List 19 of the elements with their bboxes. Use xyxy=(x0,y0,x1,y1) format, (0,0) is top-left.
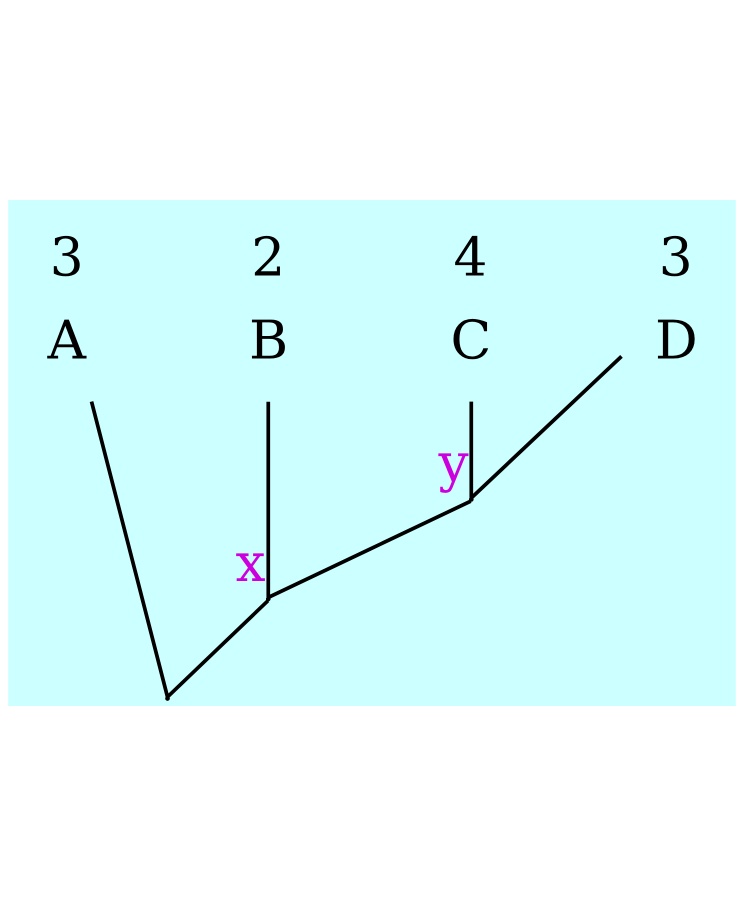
node-text: A xyxy=(47,308,86,371)
node-label: 2 xyxy=(251,224,286,288)
connector xyxy=(90,400,170,697)
node-label: 4 xyxy=(454,224,488,288)
node-text: C xyxy=(450,308,492,371)
node-label: 3 xyxy=(658,224,693,288)
connector xyxy=(268,499,472,598)
node-point xyxy=(468,496,474,502)
connector xyxy=(266,401,270,597)
connector xyxy=(470,354,623,499)
connector xyxy=(166,598,270,698)
node-label: x xyxy=(236,530,266,594)
node-label: 3 xyxy=(50,224,84,288)
node-text: B xyxy=(249,308,288,371)
node-point xyxy=(266,596,271,601)
node-text: D xyxy=(655,308,698,371)
node-point xyxy=(165,696,170,700)
connector xyxy=(469,401,474,498)
node-label: y xyxy=(438,430,469,494)
